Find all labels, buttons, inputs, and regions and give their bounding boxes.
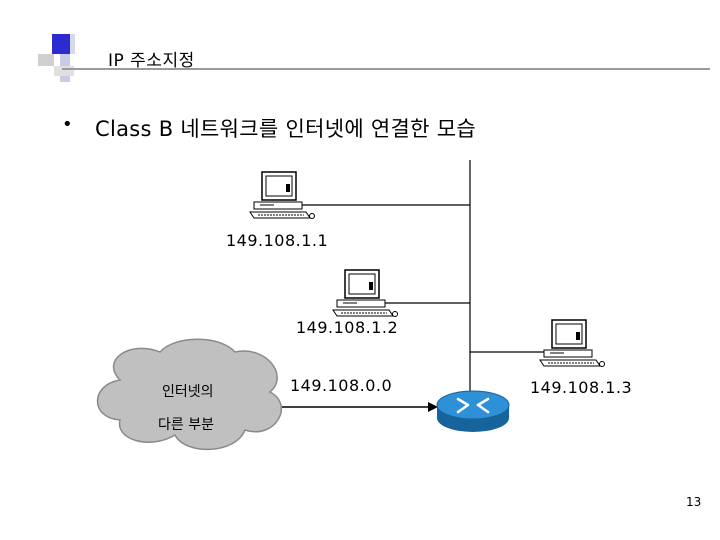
bullet-marker: •	[62, 114, 73, 135]
cloud-label-line2: 다른 부분	[158, 417, 214, 433]
cloud-label-line1: 인터넷의	[162, 384, 214, 400]
page-number: 13	[686, 495, 702, 509]
internet-cloud	[96, 338, 282, 451]
computer-icon	[539, 319, 605, 367]
slide-title: IP 주소지정	[108, 51, 195, 71]
computer-icon	[249, 171, 315, 219]
title-decoration	[38, 34, 75, 82]
computer-icon	[332, 269, 398, 317]
host-3-ip-label: 149.108.1.3	[530, 378, 633, 397]
network-address-label: 149.108.0.0	[290, 376, 393, 395]
bullet-text: Class B 네트워크를 인터넷에 연결한 모습	[95, 117, 477, 141]
connection-arrow	[272, 402, 438, 412]
host-1-ip-label: 149.108.1.1	[226, 231, 329, 250]
router-icon	[436, 390, 510, 432]
host-2-ip-label: 149.108.1.2	[296, 318, 399, 337]
network-lines	[300, 160, 560, 392]
